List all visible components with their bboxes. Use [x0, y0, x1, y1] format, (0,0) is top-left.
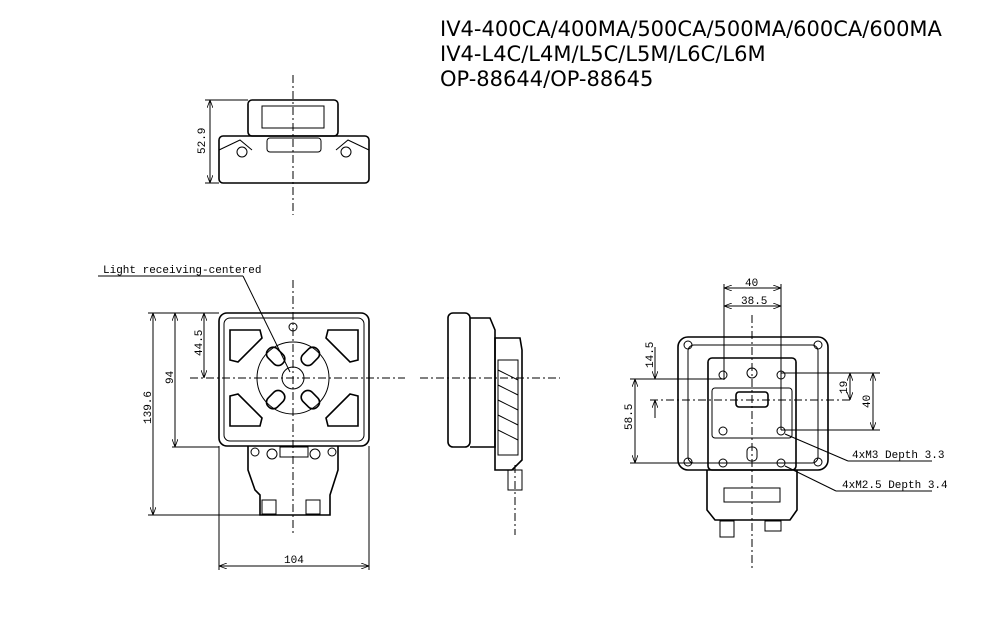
side-view: [420, 312, 560, 535]
dim-lower-offset: 58.5: [624, 404, 636, 430]
dim-hole-offset: 19: [839, 381, 851, 394]
light-receiving-callout: Light receiving-centered: [103, 265, 261, 277]
m25-callout: 4xM2.5 Depth 3.4: [842, 480, 948, 492]
dim-inner-width: 38.5: [741, 296, 767, 308]
dim-total-height: 139.6: [143, 391, 155, 424]
dim-center-offset: 44.5: [194, 330, 206, 356]
dim-top-offset: 14.5: [645, 342, 657, 368]
dim-top-height: 52.9: [197, 128, 209, 154]
top-view: 52.9: [197, 75, 370, 215]
model-title-line-2: IV4-L4C/L4M/L5C/L5M/L6C/L6M: [440, 42, 766, 66]
dim-width: 104: [284, 555, 304, 567]
model-title-line-3: OP-88644/OP-88645: [440, 67, 654, 91]
m3-callout: 4xM3 Depth 3.3: [852, 450, 944, 462]
model-title-line-1: IV4-400CA/400MA/500CA/500MA/600CA/600MA: [440, 17, 942, 41]
dim-hole-span: 40: [862, 395, 874, 408]
dim-body-height: 94: [165, 370, 177, 384]
back-view: 40 38.5 14.5 58.5 19 40 4xM3 Depth 3.3 4…: [624, 278, 948, 570]
dim-outer-width: 40: [745, 278, 758, 290]
front-view: Light receiving-centered 139.6 94 44.5 1…: [98, 265, 405, 570]
